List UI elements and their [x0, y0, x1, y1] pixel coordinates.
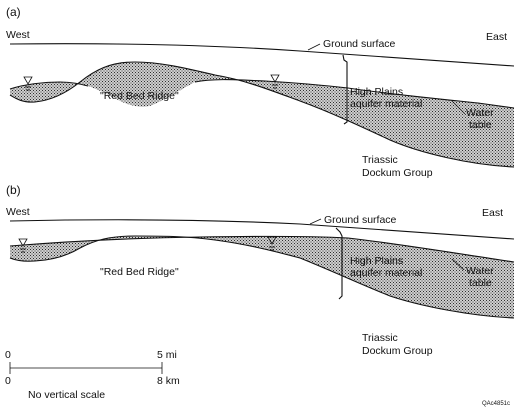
aquifer-boundary-line: [335, 227, 343, 300]
water-table-label-line1: Water: [466, 265, 494, 277]
scale-km-end: 8 km: [157, 375, 180, 387]
aquifer-label-line1: High Plains: [350, 255, 403, 267]
west-label: West: [6, 206, 30, 218]
water-table-label-line2: table: [469, 277, 492, 289]
scale-mi-end: 5 mi: [157, 349, 177, 361]
water-table-label-line1: Water: [466, 107, 494, 119]
aquifer-label-line2: aquifer material: [350, 267, 422, 279]
scale-bar: 0 5 mi 0 8 km No vertical scale: [5, 349, 180, 401]
vertical-scale-note: No vertical scale: [28, 389, 105, 401]
water-table-line: [9, 79, 515, 109]
red-bed-ridge-label: "Red Bed Ridge": [100, 266, 179, 278]
east-label: East: [482, 207, 503, 219]
water-table-leader: [451, 100, 466, 115]
water-level-marker-west: [18, 238, 28, 253]
west-label: West: [6, 29, 30, 41]
figure-id: QAc4851c: [482, 401, 510, 407]
bedrock-surface-line: [9, 61, 515, 168]
dockum-label-line2: Dockum Group: [362, 167, 433, 179]
dockum-label-line1: Triassic: [362, 332, 398, 344]
bedrock-surface-line: [9, 235, 515, 319]
panel-b: (b) West East Ground surface "Red Bed Ri…: [6, 183, 515, 357]
scale-mi-start: 0: [5, 349, 11, 361]
ground-surface-line: [9, 43, 515, 67]
water-level-marker-west: [23, 76, 33, 91]
panel-label: (a): [6, 5, 21, 19]
ground-surface-line: [9, 219, 515, 240]
aquifer-label-line1: High Plains: [350, 86, 403, 98]
dockum-label-line2: Dockum Group: [362, 345, 433, 357]
dockum-label-line1: Triassic: [362, 154, 398, 166]
water-table-line: [9, 235, 515, 263]
aquifer-label-line2: aquifer material: [350, 98, 422, 110]
panel-label: (b): [6, 183, 21, 197]
aquifer-boundary-line: [342, 54, 348, 125]
ground-surface-label: Ground surface: [324, 214, 397, 226]
panel-a: (a) West East Ground surface "Red Bed Ri…: [6, 5, 515, 179]
water-level-marker-east: [270, 74, 280, 89]
ground-surface-label: Ground surface: [323, 38, 396, 50]
ground-surface-leader: [309, 218, 322, 225]
east-label: East: [486, 31, 507, 43]
red-bed-ridge-label: "Red Bed Ridge": [100, 90, 179, 102]
scale-km-start: 0: [5, 375, 11, 387]
ground-surface-leader: [307, 43, 321, 51]
water-table-leader: [451, 258, 465, 271]
water-level-marker-east: [267, 236, 277, 251]
water-table-label-line2: table: [469, 119, 492, 131]
aquifer-fill: [10, 236, 514, 318]
aquifer-fill: [10, 62, 514, 167]
